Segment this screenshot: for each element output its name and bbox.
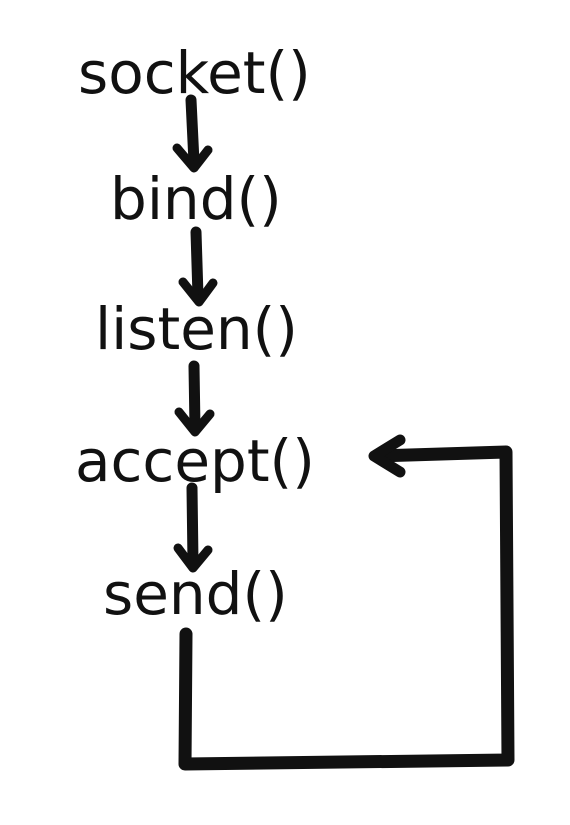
step-accept: accept() [75, 427, 315, 495]
arrow-bind-to-listen [178, 226, 218, 307]
arrow-accept-to-send [173, 482, 213, 573]
step-listen: listen() [95, 295, 298, 363]
step-socket: socket() [78, 39, 311, 107]
step-send: send() [103, 560, 288, 628]
loop-arrow-send-to-accept [178, 434, 515, 771]
step-bind: bind() [110, 165, 282, 233]
arrow-socket-to-bind [172, 94, 213, 173]
arrow-listen-to-accept [174, 360, 215, 437]
